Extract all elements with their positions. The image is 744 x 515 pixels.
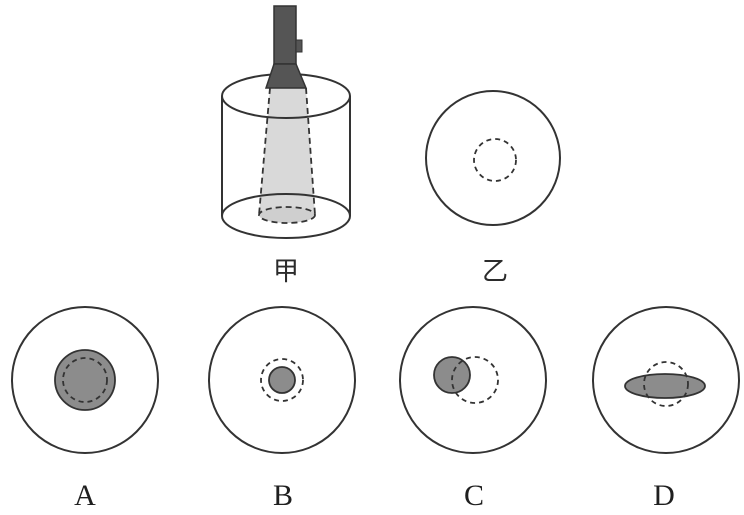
c-dashed-circle	[451, 356, 499, 404]
yi-dashed-circle	[473, 138, 517, 182]
label-jia: 甲	[273, 257, 299, 287]
light-beam	[259, 88, 315, 215]
figure-jia: 甲	[221, 5, 351, 287]
beam-edge-left	[258, 87, 271, 216]
flashlight-switch	[295, 39, 303, 53]
option-c: C	[399, 306, 547, 512]
a-dashed-circle	[62, 357, 108, 403]
option-a: A	[11, 306, 159, 512]
bottom-light-spot	[258, 206, 316, 224]
yi-outer-circle	[425, 90, 561, 226]
option-b: B	[208, 306, 356, 512]
flashlight-head	[264, 63, 308, 89]
d-outer-circle	[592, 306, 740, 454]
b-spot	[268, 366, 296, 394]
cylinder-bottom	[221, 193, 351, 239]
label-yi: 乙	[482, 257, 508, 287]
label-d: D	[653, 479, 675, 512]
option-d: D	[592, 306, 740, 512]
a-spot	[54, 349, 116, 411]
a-outer-circle	[11, 306, 159, 454]
figure-yi: 乙	[425, 90, 561, 287]
label-c: C	[464, 479, 484, 512]
d-spot	[624, 373, 706, 399]
label-b: B	[273, 479, 293, 512]
flashlight-body	[273, 5, 297, 65]
b-outer-circle	[208, 306, 356, 454]
b-dashed-circle	[260, 358, 304, 402]
d-dashed-circle	[643, 361, 689, 407]
label-a: A	[74, 479, 96, 512]
c-outer-circle	[399, 306, 547, 454]
beam-edge-right	[305, 87, 316, 216]
